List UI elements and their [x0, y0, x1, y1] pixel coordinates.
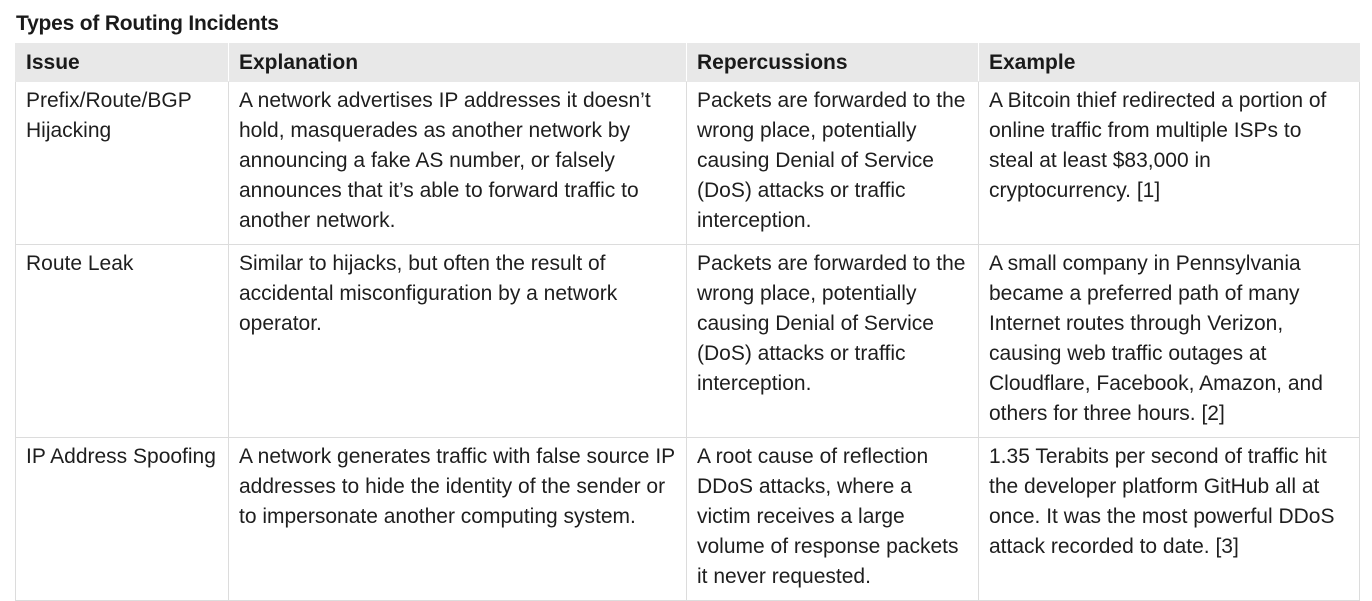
header-explanation: Explanation: [228, 43, 687, 82]
header-issue: Issue: [15, 43, 229, 82]
cell-repercussions: Packets are forwarded to the wrong place…: [686, 81, 979, 245]
header-repercussions: Repercussions: [686, 43, 979, 82]
cell-repercussions: Packets are forwarded to the wrong place…: [686, 244, 979, 438]
cell-issue: IP Address Spoofing: [15, 437, 229, 601]
cell-issue: Route Leak: [15, 244, 229, 438]
cell-issue: Prefix/Route/BGP Hijacking: [15, 81, 229, 245]
cell-example: 1.35 Terabits per second of traffic hit …: [978, 437, 1360, 601]
table-row: IP Address Spoofing A network generates …: [15, 437, 1360, 601]
cell-example: A small company in Pennsylvania became a…: [978, 244, 1360, 438]
header-row: Issue Explanation Repercussions Example: [15, 43, 1360, 82]
cell-explanation: Similar to hijacks, but often the result…: [228, 244, 687, 438]
routing-incidents-table: Issue Explanation Repercussions Example …: [15, 43, 1360, 601]
cell-explanation: A network generates traffic with false s…: [228, 437, 687, 601]
cell-example: A Bitcoin thief redirected a portion of …: [978, 81, 1360, 245]
table-title: Types of Routing Incidents: [16, 12, 279, 35]
cell-explanation: A network advertises IP addresses it doe…: [228, 81, 687, 245]
header-example: Example: [978, 43, 1360, 82]
cell-repercussions: A root cause of reflection DDoS attacks,…: [686, 437, 979, 601]
table-row: Route Leak Similar to hijacks, but often…: [15, 244, 1360, 438]
table-row: Prefix/Route/BGP Hijacking A network adv…: [15, 81, 1360, 245]
